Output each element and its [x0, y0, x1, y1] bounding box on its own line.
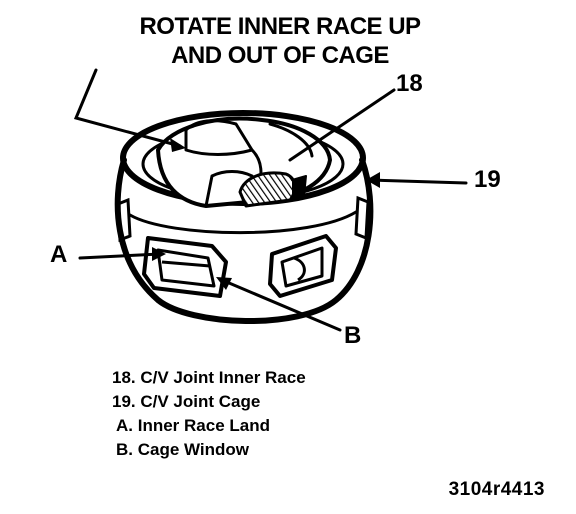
leader-line-18	[288, 88, 396, 162]
instruction-title-line-2: AND OUT OF CAGE	[171, 42, 389, 69]
arrowhead-a	[152, 247, 166, 261]
figure-code: 3104r4413	[448, 479, 545, 500]
leader-line-a	[78, 252, 162, 260]
cage-window-left	[142, 236, 228, 298]
cage-side-slot	[116, 197, 132, 243]
leader-line-title	[73, 68, 182, 148]
parts-legend: 18. C/V Joint Inner Race 19. C/V Joint C…	[112, 366, 306, 462]
inner-race	[156, 116, 332, 208]
legend-item-cage: 19. C/V Joint Cage	[112, 392, 261, 411]
cage-side-slot	[354, 195, 370, 241]
callout-label-18: 18	[396, 70, 423, 97]
arrowhead-b	[216, 277, 232, 290]
leader-line-19	[368, 178, 468, 185]
legend-item-inner-race: 18. C/V Joint Inner Race	[112, 368, 306, 387]
callout-label-a: A	[50, 241, 68, 268]
arrowhead-title	[170, 138, 186, 152]
callout-label-b: B	[344, 322, 362, 349]
cage-window-right	[268, 234, 338, 298]
legend-item-cage-window: B. Cage Window	[116, 440, 250, 459]
arrowhead-19	[366, 172, 380, 188]
callout-label-19: 19	[474, 166, 501, 193]
instruction-title-line-1: ROTATE INNER RACE UP	[139, 13, 421, 40]
leader-line-b	[220, 278, 342, 332]
legend-item-inner-race-land: A. Inner Race Land	[116, 416, 270, 435]
